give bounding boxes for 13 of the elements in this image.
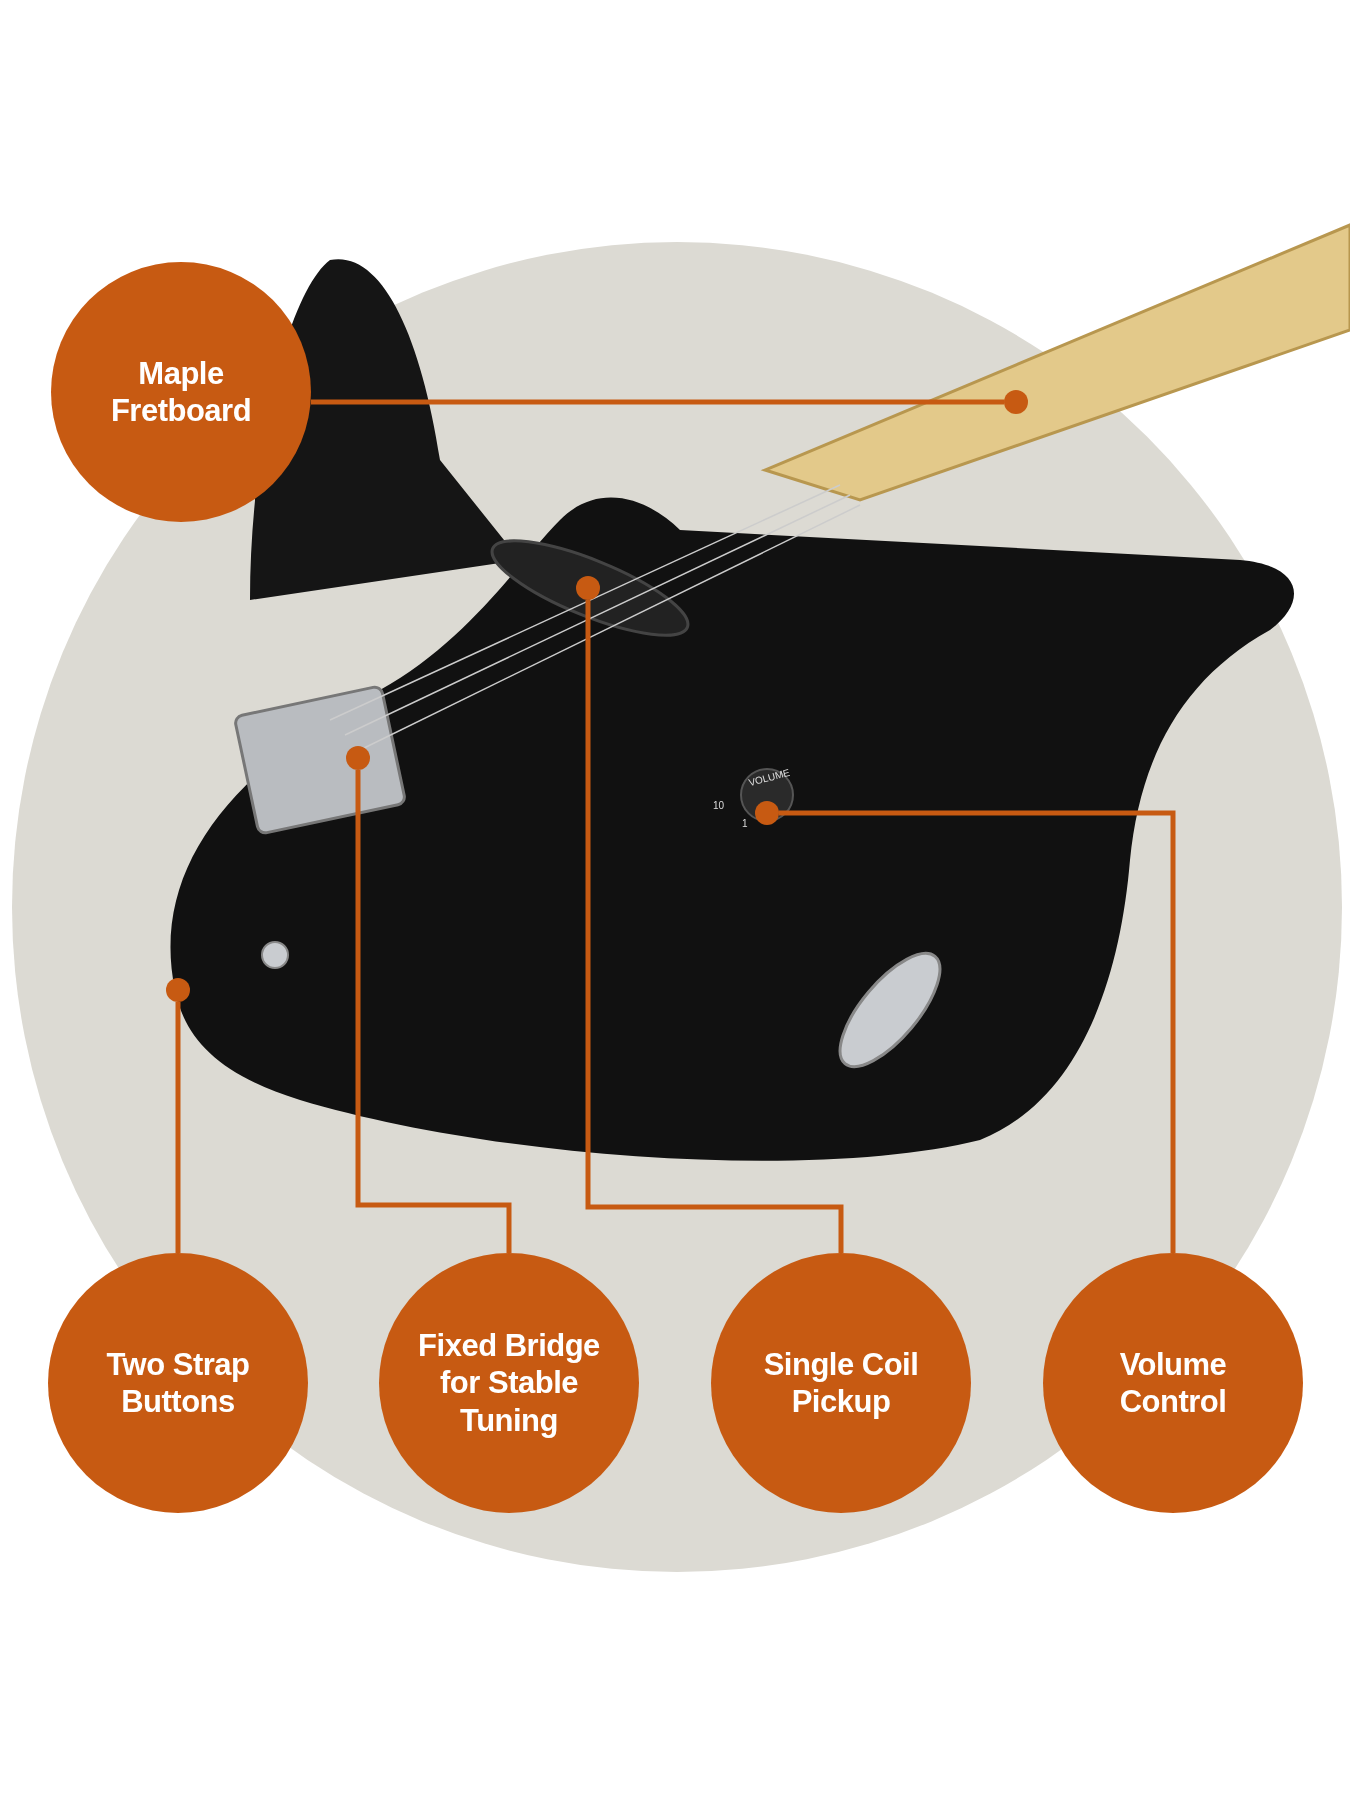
- leader-line: [779, 810, 1176, 1253]
- leader-line: [355, 770, 512, 1253]
- callout-text: Two Strap Buttons: [105, 1345, 251, 1421]
- leader-line: [585, 600, 844, 1253]
- leader-line: [311, 399, 1004, 405]
- knob-marking: VOLUME: [747, 766, 791, 789]
- callout-text: Volume Control: [1118, 1345, 1228, 1421]
- callout-text: Maple Fretboard: [109, 354, 253, 430]
- callout-text: Fixed Bridge for Stable Tuning: [417, 1327, 601, 1439]
- knob-marking: 1: [742, 818, 748, 829]
- callout-text: Single Coil Pickup: [762, 1345, 920, 1421]
- knob-marking: 10: [713, 800, 725, 811]
- leader-line: [175, 1002, 181, 1253]
